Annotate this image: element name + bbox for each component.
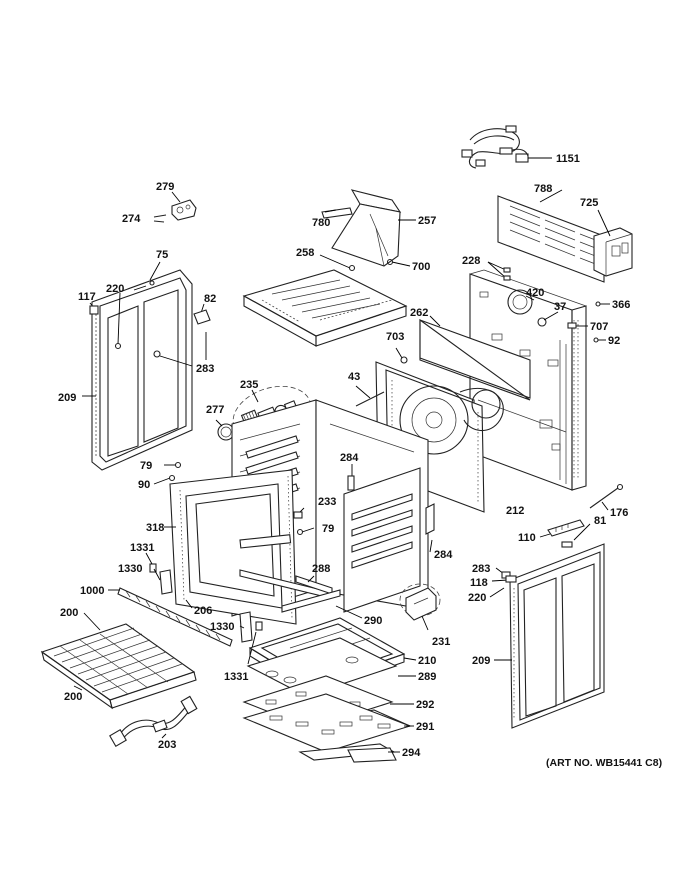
label-725: 725: [580, 197, 598, 209]
label-291: 291: [416, 721, 434, 733]
control-bracket: [547, 519, 585, 548]
right-side-panel: [509, 543, 605, 729]
label-1151: 1151: [556, 153, 580, 165]
label-284-right: 284: [434, 549, 453, 561]
label-90: 90: [138, 479, 150, 491]
label-274: 274: [122, 213, 141, 225]
label-79-mid: 79: [322, 523, 334, 535]
label-289: 289: [418, 671, 436, 683]
label-279: 279: [156, 181, 174, 193]
warming-drawer: [246, 617, 406, 697]
label-43: 43: [348, 371, 360, 383]
label-82: 82: [204, 293, 216, 305]
label-212: 212: [506, 505, 524, 517]
top-panel: [242, 269, 408, 347]
label-292: 292: [416, 699, 434, 711]
label-707: 707: [590, 321, 608, 333]
label-284-mid: 284: [340, 452, 359, 464]
label-81: 81: [594, 515, 606, 527]
right-cavity-wall: [343, 467, 435, 613]
label-92: 92: [608, 335, 620, 347]
label-1331-bottom: 1331: [224, 671, 248, 683]
label-75: 75: [156, 249, 168, 261]
label-210: 210: [418, 655, 436, 667]
label-262: 262: [410, 307, 428, 319]
door-gasket: [117, 587, 233, 647]
label-257: 257: [418, 215, 436, 227]
oven-racks: [40, 623, 197, 710]
drawer-rails: [239, 569, 341, 613]
label-283-left: 283: [196, 363, 214, 375]
label-233: 233: [318, 496, 336, 508]
front-frame: [169, 469, 297, 625]
label-209-right: 209: [472, 655, 490, 667]
label-206: 206: [194, 605, 212, 617]
label-780: 780: [312, 217, 330, 229]
label-117: 117: [78, 291, 96, 303]
label-37: 37: [554, 301, 566, 313]
label-1330-top: 1330: [118, 563, 142, 575]
label-1000: 1000: [80, 585, 104, 597]
label-258: 258: [296, 247, 314, 259]
label-788: 788: [534, 183, 552, 195]
switch-bracket: [153, 199, 197, 223]
wire-harness: [461, 125, 529, 169]
label-79-left: 79: [140, 460, 152, 472]
label-110: 110: [518, 532, 536, 544]
label-288: 288: [312, 563, 330, 575]
label-294: 294: [402, 747, 421, 759]
label-118: 118: [470, 577, 488, 589]
label-700: 700: [412, 261, 430, 273]
label-203: 203: [158, 739, 176, 751]
label-200-top: 200: [60, 607, 78, 619]
label-277: 277: [206, 404, 224, 416]
label-318: 318: [146, 522, 164, 534]
rear-insulation: [419, 318, 531, 401]
label-283-right: 283: [472, 563, 490, 575]
label-220-left: 220: [106, 283, 124, 295]
label-703: 703: [386, 331, 404, 343]
terminal-bracket: [593, 227, 633, 277]
label-1331-top: 1331: [130, 542, 154, 554]
label-1330-bottom: 1330: [210, 621, 234, 633]
label-209-left: 209: [58, 392, 76, 404]
label-231: 231: [432, 636, 450, 648]
power-cord: [109, 695, 198, 747]
label-200-bottom: 200: [64, 691, 82, 703]
vent-duct: [321, 189, 402, 267]
rear-leg-bracket: [399, 583, 441, 621]
label-220-right: 220: [468, 592, 486, 604]
label-420: 420: [526, 287, 544, 299]
label-176: 176: [610, 507, 628, 519]
label-228: 228: [462, 255, 480, 267]
label-235: 235: [240, 379, 258, 391]
art-number: (ART NO. WB15441 C8): [546, 757, 662, 769]
part-labels: 1151 788 725 279 274 780 257 258 700 228…: [58, 153, 662, 769]
label-366: 366: [612, 299, 630, 311]
left-side-panel: [91, 269, 193, 471]
label-290: 290: [364, 615, 382, 627]
bottom-shields: [242, 675, 412, 753]
